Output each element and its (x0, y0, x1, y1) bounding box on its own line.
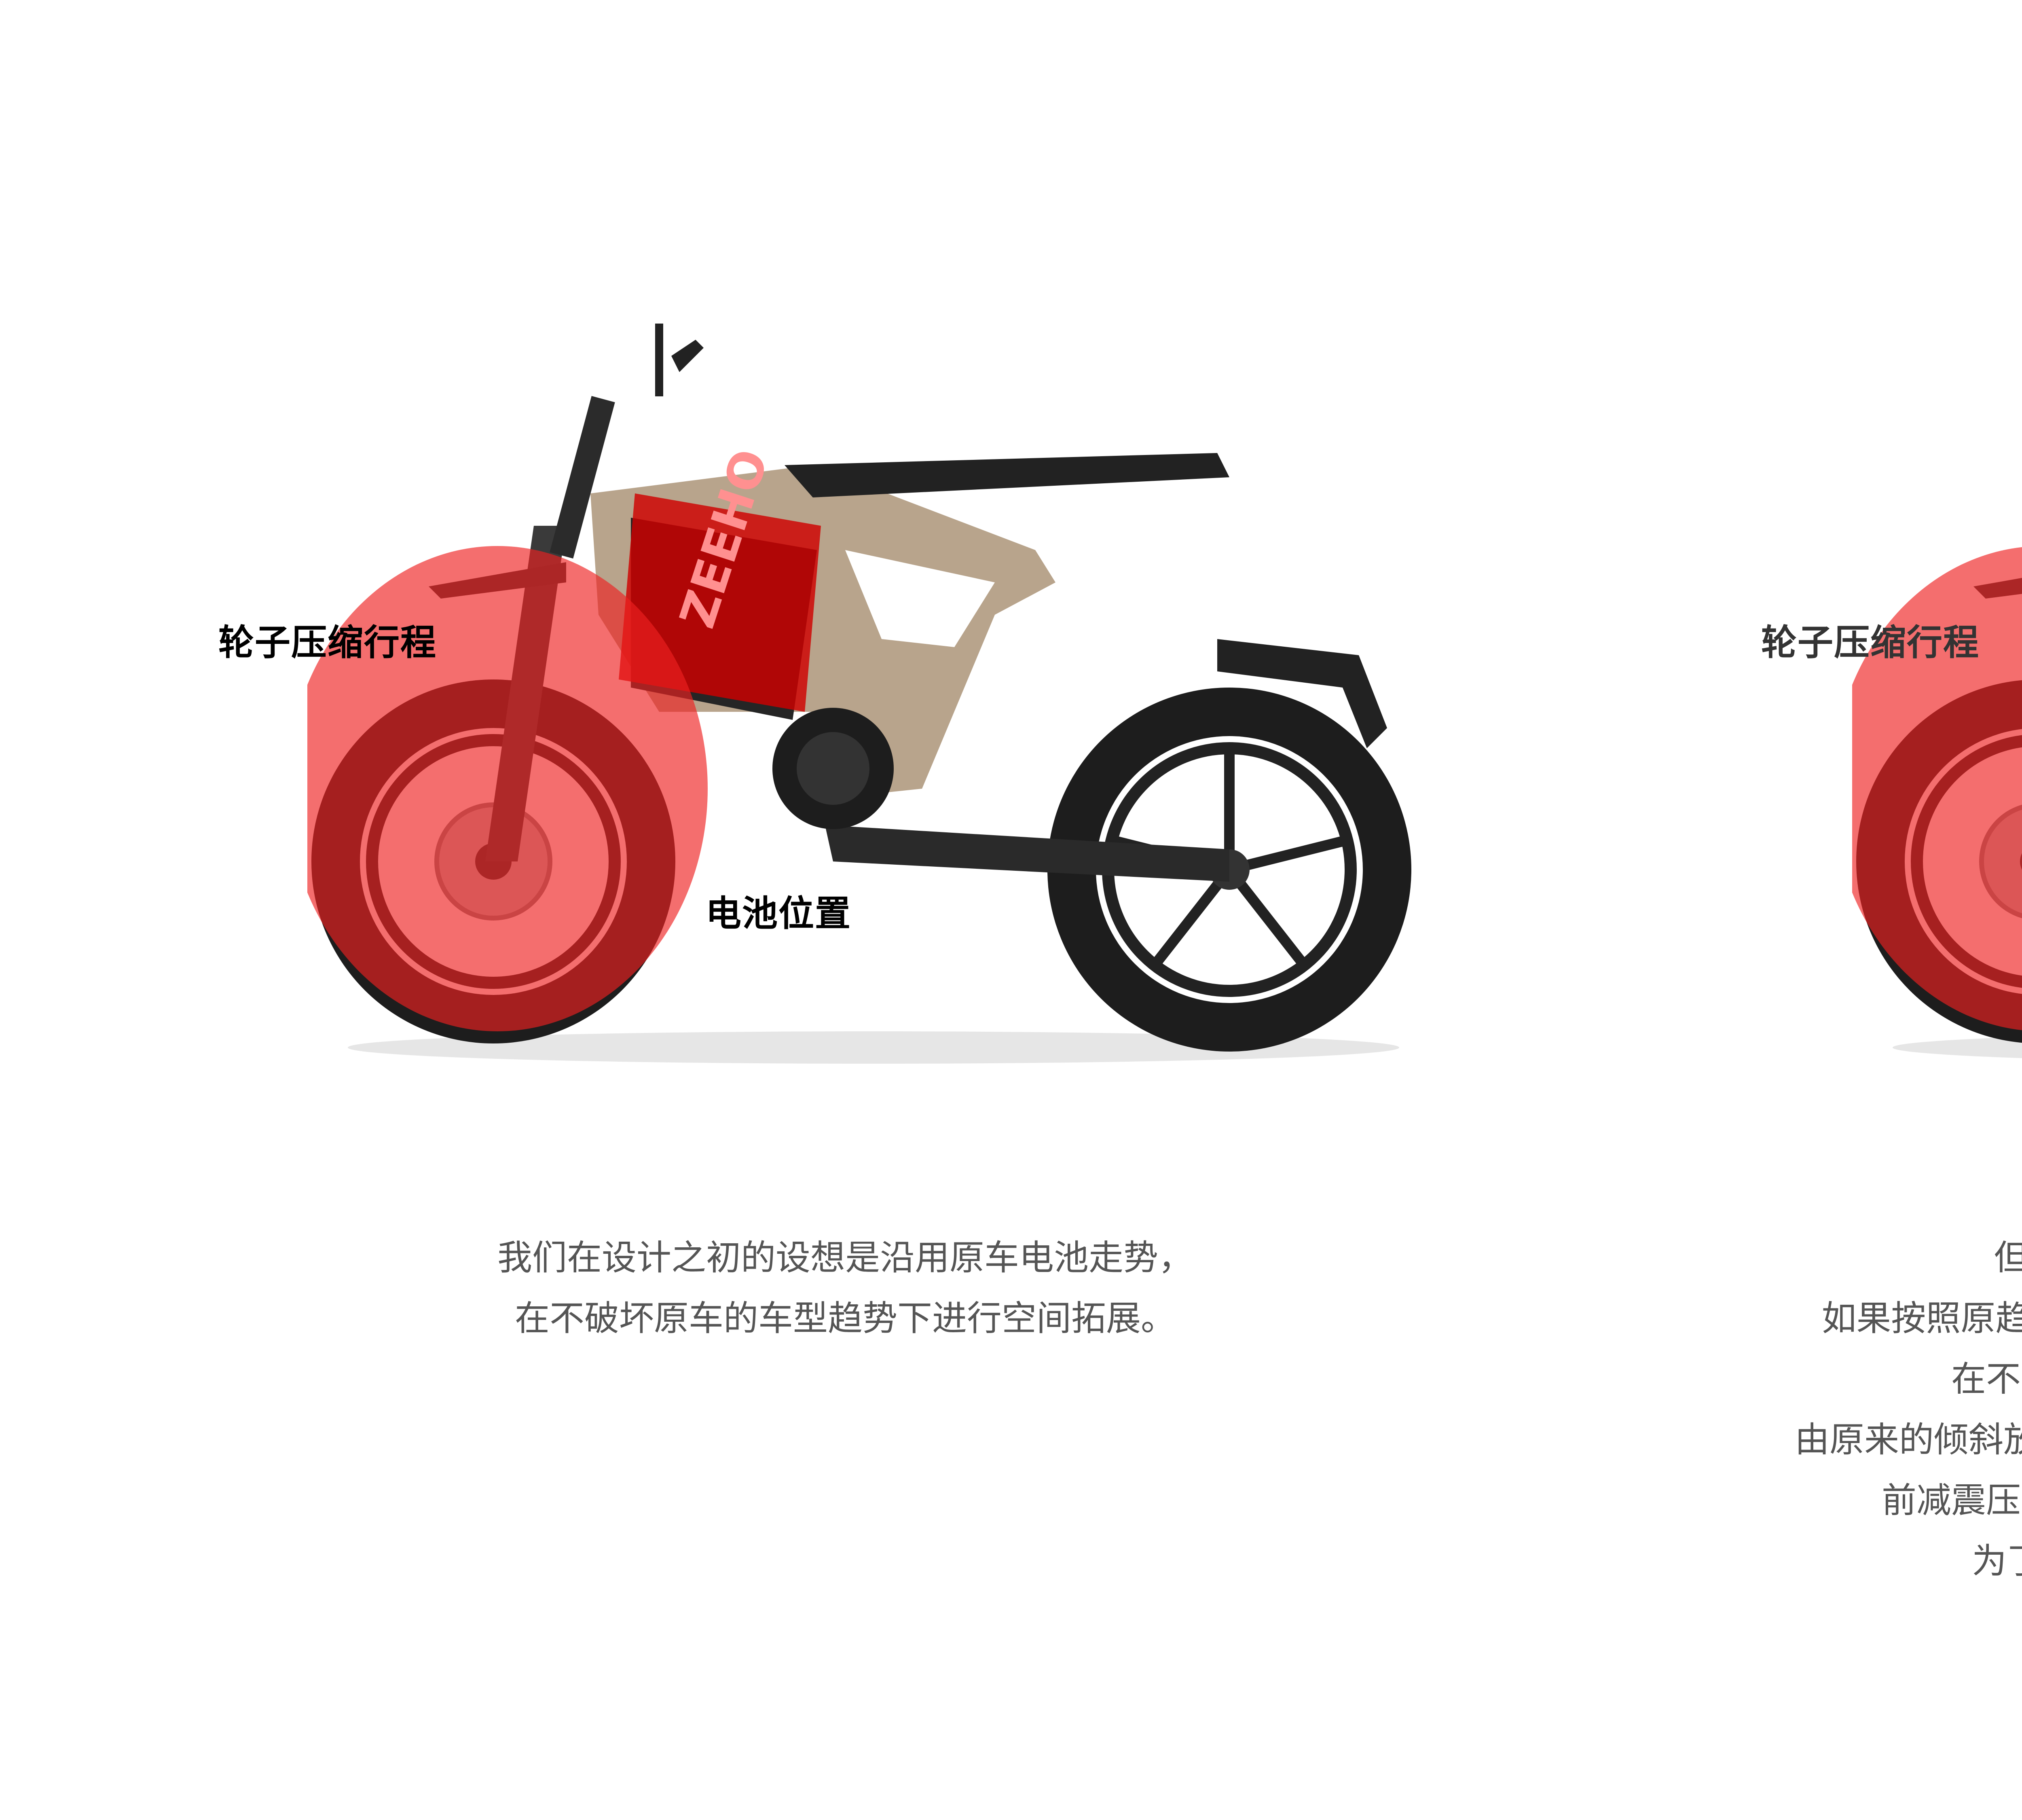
left-panel: ZEEHO 轮子压缩行程 电池位置 我们在设计之初的设想是沿用原车电池走势， 在… (218, 324, 1411, 1339)
wheel-travel-label: 轮子压缩行程 (218, 622, 437, 663)
description-line: 在不改变车架结构的基础上，我们从新摆放了电池位置， (1951, 1359, 2022, 1399)
description-line: 为了更好的满足city玩家的需求最终找到了新的方向。 (1972, 1541, 2022, 1581)
right-panel: 50 轮子压缩行程 电池位置 但在实际过程中发现，原配电池容量是48V25Ah，… (1618, 0, 2022, 1820)
description-line: 在不破坏原车的车型趋势下进行空间拓展。 (515, 1298, 1176, 1339)
description-line: 但在实际过程中发现，原配电池容量是48V25Ah， (1994, 1238, 2022, 1278)
right-description: 但在实际过程中发现，原配电池容量是48V25Ah， 如果按照原趋势拓宽到72V6… (1618, 1227, 2022, 1591)
description-line: 由原来的倾斜放置改为了垂直放置，虽然满足了电池的放置，但也因此产生了 (1795, 1420, 2022, 1460)
description-line: 我们在设计之初的设想是沿用原车电池走势， (497, 1238, 1193, 1278)
wheel-travel-label: 轮子压缩行程 (1761, 622, 1980, 663)
battery-position-label: 电池位置 (706, 893, 852, 934)
left-description: 我们在设计之初的设想是沿用原车电池走势， 在不破坏原车的车型趋势下进行空间拓展。 (0, 1227, 1690, 1349)
original-motorcycle-image: ZEEHO (307, 324, 1411, 1064)
description-line: 前减震压缩空间不足、电机与电池仓过近影响电机散热等新的问题 (1882, 1480, 2022, 1521)
description-line: 如果按照原趋势拓宽到72V65Ah-72V80Ah，电池空间大小将超过车架， (1821, 1298, 2022, 1339)
redesigned-motorcycle-image: 50 (1852, 547, 2022, 1058)
